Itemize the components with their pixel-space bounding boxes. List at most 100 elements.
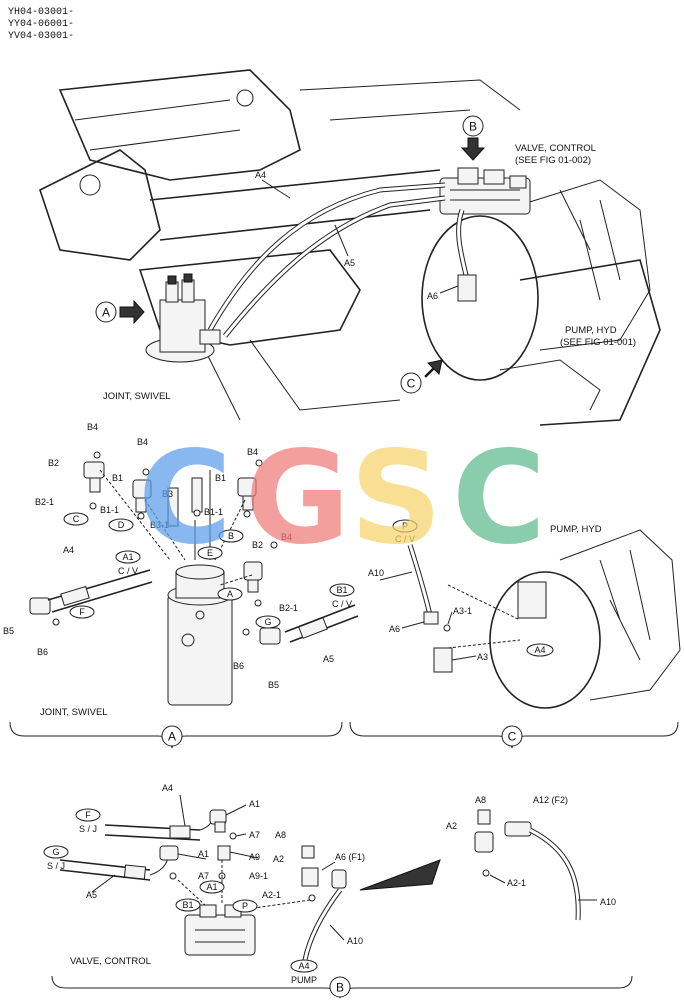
- view-b-letter: B: [336, 981, 344, 995]
- oval-g: G: [264, 617, 271, 627]
- serial-line-3: YV04-03001-: [8, 31, 74, 42]
- view-c-pump: PUMP, HYD P C / V A4 A10 A6 A3-1 A3 C: [349, 519, 681, 749]
- label-b4-4: B4: [281, 532, 292, 542]
- label-b1-1-right: B1-1: [204, 507, 223, 517]
- label-a2-1-detail: A2-1: [507, 878, 526, 888]
- oval-a4-b: A4: [298, 961, 309, 971]
- label-a5-top: A5: [344, 258, 355, 268]
- oval-e: E: [207, 548, 213, 558]
- label-a1-b-top: A1: [249, 799, 260, 809]
- model-serial-header: YH04-03001- YY04-06001- YV04-03001-: [8, 7, 74, 42]
- label-a3-1-c: A3-1: [453, 606, 472, 616]
- serial-line-1: YH04-03001-: [8, 7, 74, 18]
- overview-drawing: A B C A4 A5 A6 VALVE, CONTROL (SEE FIG 0…: [39, 69, 661, 426]
- callout-b: B: [469, 120, 477, 134]
- oval-p-b: P: [242, 901, 248, 911]
- watermark-letter-4: C: [452, 424, 546, 573]
- view-a-port-ovals: C D B E A F G A1 C / V B1 C / V: [63, 512, 355, 629]
- view-c-letter: C: [508, 730, 517, 744]
- control-valve-assembly: [439, 167, 531, 215]
- callout-c-circle: [400, 372, 422, 394]
- label-a10-b: A10: [347, 936, 363, 946]
- label-b5-left: B5: [3, 626, 14, 636]
- label-b2-1-right: B2-1: [279, 603, 298, 613]
- oval-f-b-sub: S / J: [79, 824, 97, 834]
- oval-a: A: [227, 589, 233, 599]
- label-a7-b-top: A7: [249, 830, 260, 840]
- arrow-b: [460, 137, 486, 161]
- oval-a1: A1: [122, 552, 133, 562]
- pump-hyd-ref: (SEE FIG 01-001): [560, 337, 636, 348]
- swivel-joint-overview: [145, 273, 221, 363]
- callout-b-circle: [462, 115, 484, 137]
- oval-f: F: [79, 607, 85, 617]
- label-a5-b: A5: [86, 890, 97, 900]
- label-b1-left: B1: [112, 473, 123, 483]
- hyd-pump-body: [421, 215, 539, 381]
- joint-swivel-title: JOINT, SWIVEL: [103, 391, 171, 402]
- oval-a1-sub: C / V: [118, 566, 138, 576]
- view-a-bracket: [9, 721, 343, 749]
- oval-p-c: P: [402, 521, 408, 531]
- oval-d: D: [118, 520, 125, 530]
- label-a8-detail: A8: [475, 795, 486, 805]
- o-rings: [52, 451, 278, 636]
- oval-b: B: [228, 531, 234, 541]
- view-c-bracket: [349, 721, 679, 749]
- label-a10-c: A10: [368, 568, 384, 578]
- label-b2-right: B2: [252, 540, 263, 550]
- label-a3-c: A3: [477, 652, 488, 662]
- view-a-caption: JOINT, SWIVEL: [40, 707, 108, 718]
- oval-b1: B1: [336, 585, 347, 595]
- label-a6f1-b: A6 (F1): [335, 852, 365, 862]
- view-b-caption: VALVE, CONTROL: [70, 956, 151, 967]
- label-a4: A4: [63, 545, 74, 555]
- detail-arrow: [359, 859, 441, 891]
- oval-b1-sub: C / V: [332, 599, 352, 609]
- label-a5: A5: [323, 654, 334, 664]
- arrow-c: [424, 359, 443, 378]
- watermark-letter-1: C: [138, 424, 232, 573]
- label-a6-c: A6: [389, 624, 400, 634]
- valve-control-ref: (SEE FIG 01-002): [515, 155, 591, 166]
- label-b4-2: B4: [137, 437, 148, 447]
- label-a4-top: A4: [255, 170, 266, 180]
- oval-c: C: [73, 514, 80, 524]
- label-b2-1: B2-1: [35, 497, 54, 507]
- oval-a4-b-sub: PUMP: [291, 975, 317, 985]
- cgsc-watermark: C G S C: [138, 424, 546, 573]
- view-a-letter: A: [168, 730, 176, 744]
- label-b4-3: B4: [247, 447, 258, 457]
- label-b2: B2: [48, 458, 59, 468]
- oval-g-b-sub: S / J: [47, 861, 65, 871]
- pump-flange: [489, 571, 601, 709]
- detail-a12-fitting: [474, 809, 581, 921]
- watermark-letter-2: G: [245, 424, 350, 573]
- label-b1-right: B1: [215, 473, 226, 483]
- callout-a-circle: [95, 301, 117, 323]
- label-a6-top: A6: [427, 291, 438, 301]
- label-b1-1-left: B1-1: [100, 505, 119, 515]
- oval-b1-b: B1: [182, 900, 193, 910]
- label-b4-1: B4: [87, 422, 98, 432]
- valve-control-title: VALVE, CONTROL: [515, 143, 596, 154]
- pump-hyd-title: PUMP, HYD: [565, 325, 617, 336]
- view-b-control-valve: A4 A1 A7 A8 A1 A9 A2 A6 (F1) A9-1 A7 A5 …: [43, 783, 633, 999]
- label-a8-b: A8: [275, 830, 286, 840]
- label-a1-b-mid: A1: [198, 849, 209, 859]
- oval-f-b: F: [85, 810, 91, 820]
- arrow-a: [119, 299, 145, 325]
- label-b3-1: B3-1: [150, 520, 169, 530]
- view-b-bracket: [51, 975, 633, 999]
- oval-p-c-sub: C / V: [395, 534, 415, 544]
- label-a10-detail: A10: [600, 897, 616, 907]
- label-a12-detail: A12 (F2): [533, 795, 568, 805]
- label-b6-left: B6: [37, 647, 48, 657]
- callout-a: A: [102, 306, 110, 320]
- serial-line-2: YY04-06001-: [8, 19, 74, 30]
- label-a4-b: A4: [162, 783, 173, 793]
- label-a2-1-b: A2-1: [262, 890, 281, 900]
- valve-block: [184, 914, 256, 956]
